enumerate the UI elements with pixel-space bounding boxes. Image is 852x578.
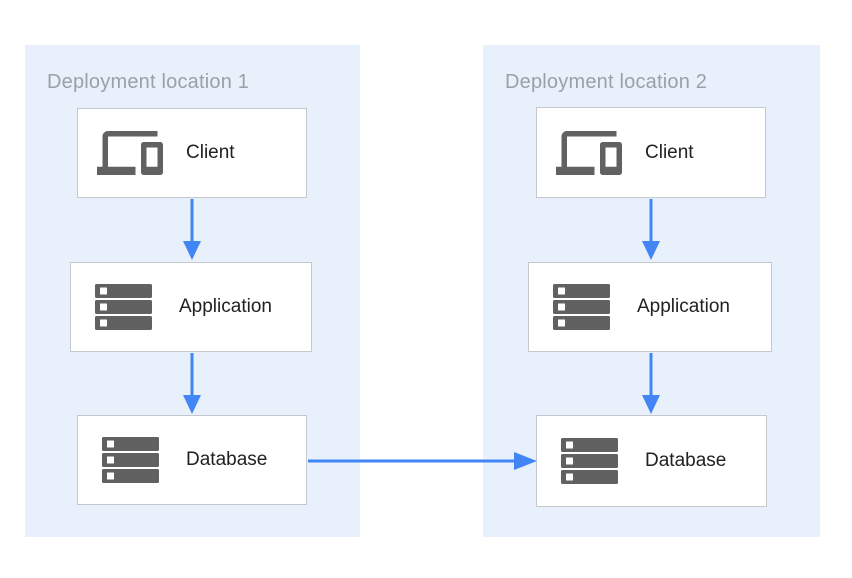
node-client-1: Client bbox=[77, 108, 307, 198]
deployment-location-2-label: Deployment location 2 bbox=[505, 71, 708, 93]
node-application-2: Application bbox=[528, 262, 772, 352]
node-application-1: Application bbox=[70, 262, 312, 352]
server-stack-icon bbox=[88, 284, 158, 330]
devices-icon bbox=[554, 128, 624, 178]
server-stack-icon bbox=[546, 284, 616, 330]
deployment-location-2: Deployment location 2 Client A bbox=[483, 45, 820, 537]
deployment-location-1: Deployment location 1 Client A bbox=[25, 45, 360, 537]
node-label: Client bbox=[186, 142, 235, 163]
devices-icon bbox=[95, 128, 165, 178]
node-label: Client bbox=[645, 141, 694, 163]
node-database-1: Database bbox=[77, 415, 307, 505]
node-client-2: Client bbox=[536, 107, 766, 198]
server-stack-icon bbox=[554, 438, 624, 484]
server-stack-icon bbox=[95, 437, 165, 483]
deployment-location-1-label: Deployment location 1 bbox=[47, 71, 250, 93]
node-database-2: Database bbox=[536, 415, 767, 507]
node-label: Database bbox=[186, 449, 268, 470]
node-label: Application bbox=[179, 296, 272, 317]
node-label: Database bbox=[645, 450, 727, 471]
node-label: Application bbox=[637, 296, 730, 317]
